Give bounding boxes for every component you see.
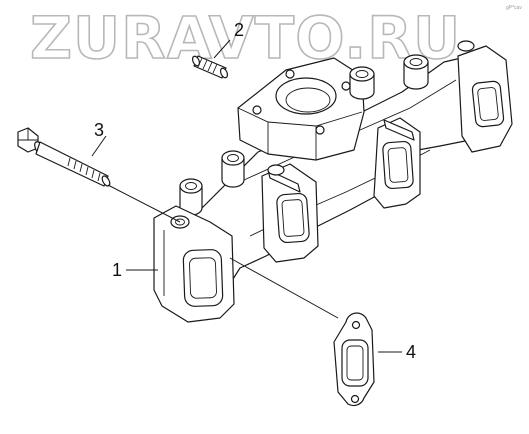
stud-icon xyxy=(191,55,229,79)
callout-2: 2 xyxy=(234,20,244,40)
exhaust-manifold-icon xyxy=(153,40,513,323)
leader-line-3 xyxy=(91,135,107,157)
bolt-icon xyxy=(17,127,111,187)
callout-1: 1 xyxy=(112,260,122,280)
gasket-axis-line xyxy=(229,257,339,319)
watermark-text: ZURAVTO.RU xyxy=(30,4,461,72)
bolt-axis-line xyxy=(107,184,181,223)
gasket-icon xyxy=(333,312,375,407)
callout-4: 4 xyxy=(406,342,416,362)
callout-3: 3 xyxy=(94,120,104,140)
leader-line-2 xyxy=(213,39,231,59)
corner-mark: gP*cav xyxy=(506,5,522,11)
